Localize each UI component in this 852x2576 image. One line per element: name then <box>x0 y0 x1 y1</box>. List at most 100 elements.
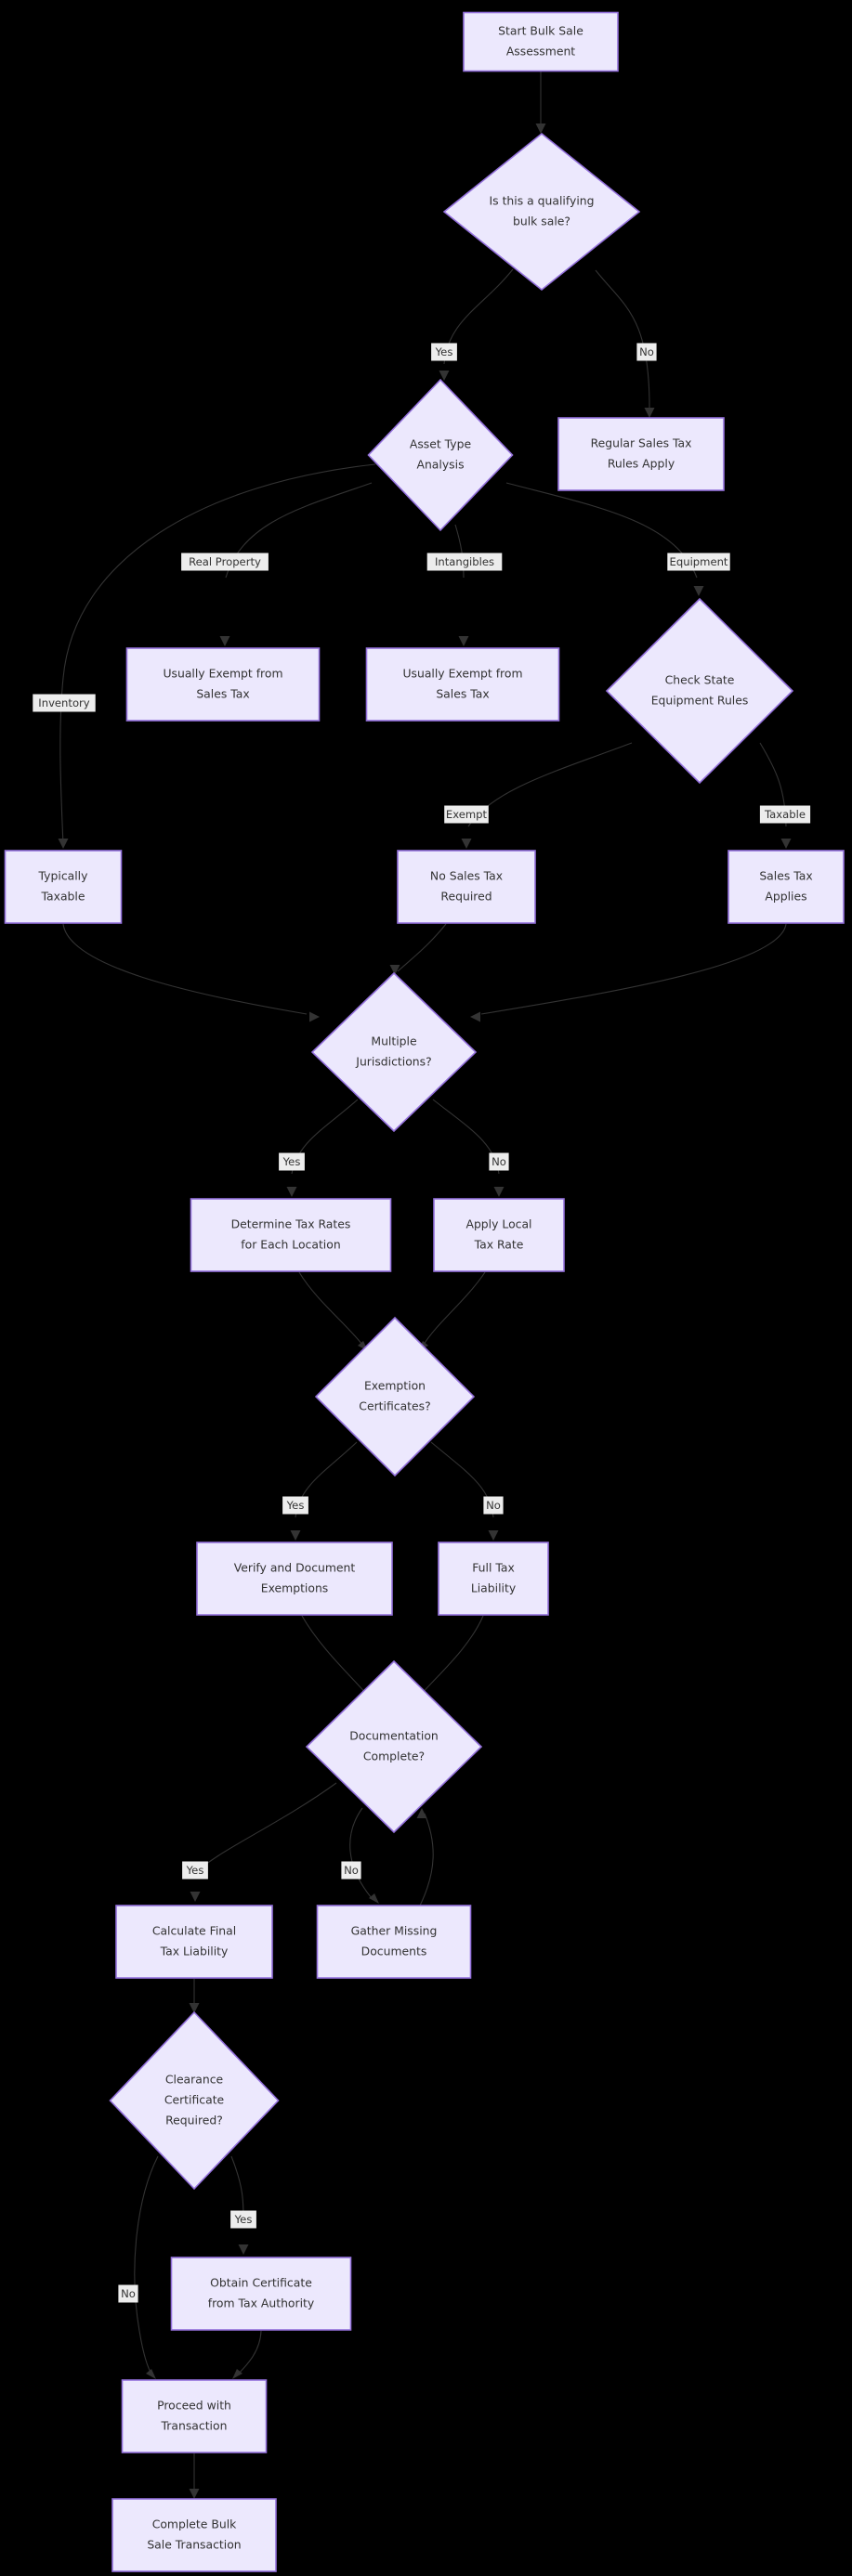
node-label-line: Proceed with <box>157 2399 231 2413</box>
node-label-line: Documentation <box>349 1729 439 1743</box>
edge-label-yes: Yes <box>431 343 457 361</box>
edge-label-no: No <box>636 343 657 361</box>
svg-text:Yes: Yes <box>286 1499 305 1512</box>
edge-label-no: No <box>118 2284 138 2303</box>
edge-label-yes: Yes <box>230 2210 256 2229</box>
svg-text:Yes: Yes <box>435 345 453 358</box>
edge-label-exempt: Exempt <box>444 805 489 824</box>
edge-label-no: No <box>489 1152 509 1171</box>
edge-obtain_cert-to-proceed_trans <box>232 2330 262 2379</box>
node-label-line: Complete? <box>363 1750 425 1763</box>
edge-label-yes: Yes <box>282 1496 308 1515</box>
node-label-line: Documents <box>361 1945 427 1958</box>
edge-label-yes: Yes <box>182 1861 208 1880</box>
node-label-line: Tax Liability <box>160 1945 229 1958</box>
node-label-line: Sale Transaction <box>147 2538 241 2552</box>
node-label-line: Rules Apply <box>608 457 675 471</box>
node-label-line: Apply Local <box>465 1217 531 1231</box>
node-label-line: Verify and Document <box>234 1561 356 1575</box>
svg-text:No: No <box>486 1499 501 1512</box>
node-label-line: Taxable <box>41 890 85 904</box>
node-label-line: Start Bulk Sale <box>498 24 583 38</box>
svg-text:Intangibles: Intangibles <box>435 555 494 568</box>
node-label-line: Full Tax <box>472 1561 515 1575</box>
node-label-line: Jurisdictions? <box>355 1055 431 1069</box>
edge-calc_final-to-clearance_cert <box>189 1979 200 2013</box>
node-label-line: Exemption <box>364 1379 426 1393</box>
node-label-line: Multiple <box>371 1034 416 1048</box>
node-obtain_cert[interactable]: Obtain Certificate from Tax Authority <box>170 2257 352 2331</box>
node-label-line: Sales Tax <box>759 869 812 883</box>
node-label-line: Analysis <box>416 458 464 472</box>
node-label-line: bulk sale? <box>513 215 570 228</box>
node-label-line: Exemptions <box>261 1581 329 1595</box>
node-label-line: for Each Location <box>241 1238 340 1252</box>
node-label-line: Check State <box>665 673 735 687</box>
edge-gather_missing-to-doc_complete <box>416 1808 434 1906</box>
node-qualifying[interactable]: Is this a qualifying bulk sale? <box>442 132 641 292</box>
node-label-line: Certificates? <box>359 1399 430 1413</box>
node-label-line: Applies <box>765 890 806 904</box>
edge-clearance_cert-to-proceed_trans <box>134 2155 159 2379</box>
svg-text:No: No <box>121 2287 136 2300</box>
edge-label-no: No <box>341 1861 361 1880</box>
node-label-line: Is this a qualifying <box>490 194 595 208</box>
edge-qualifying-to-regular_rules <box>595 269 655 418</box>
edge-label-inventory: Inventory <box>33 694 96 712</box>
node-label-line: Regular Sales Tax <box>591 436 692 450</box>
node-label-line: Clearance <box>165 2073 223 2087</box>
node-label-line: Obtain Certificate <box>210 2276 312 2290</box>
node-label-line: Certificate <box>164 2093 224 2107</box>
node-label-line: from Tax Authority <box>208 2296 315 2310</box>
svg-text:Inventory: Inventory <box>38 696 90 709</box>
node-label-line: Calculate Final <box>152 1924 236 1938</box>
node-label-line: Sales Tax <box>196 687 249 701</box>
edge-typically_tax-to-multi_juris <box>62 923 320 1022</box>
edge-start-to-qualifying <box>535 72 546 134</box>
svg-text:Yes: Yes <box>234 2213 253 2226</box>
node-label-line: Required <box>440 890 492 904</box>
edge-no_sales_tax-to-multi_juris <box>389 923 447 975</box>
node-label-line: No Sales Tax <box>430 869 503 883</box>
node-label-line: Transaction <box>161 2419 228 2433</box>
svg-text:Exempt: Exempt <box>446 808 488 821</box>
edge-label-real-property: Real Property <box>181 553 269 571</box>
node-label-line: Asset Type <box>410 437 471 451</box>
node-label-line: Sales Tax <box>436 687 489 701</box>
node-label-line: Assessment <box>506 45 575 59</box>
node-label-line: Usually Exempt from <box>163 667 282 681</box>
node-label-line: Typically <box>38 869 88 883</box>
node-label-line: Gather Missing <box>351 1924 438 1938</box>
svg-text:No: No <box>492 1155 506 1168</box>
svg-text:No: No <box>344 1864 359 1877</box>
edge-label-yes: Yes <box>279 1152 305 1171</box>
edge-sales_tax_app-to-multi_juris <box>470 923 787 1022</box>
node-label-line: Usually Exempt from <box>402 667 522 681</box>
